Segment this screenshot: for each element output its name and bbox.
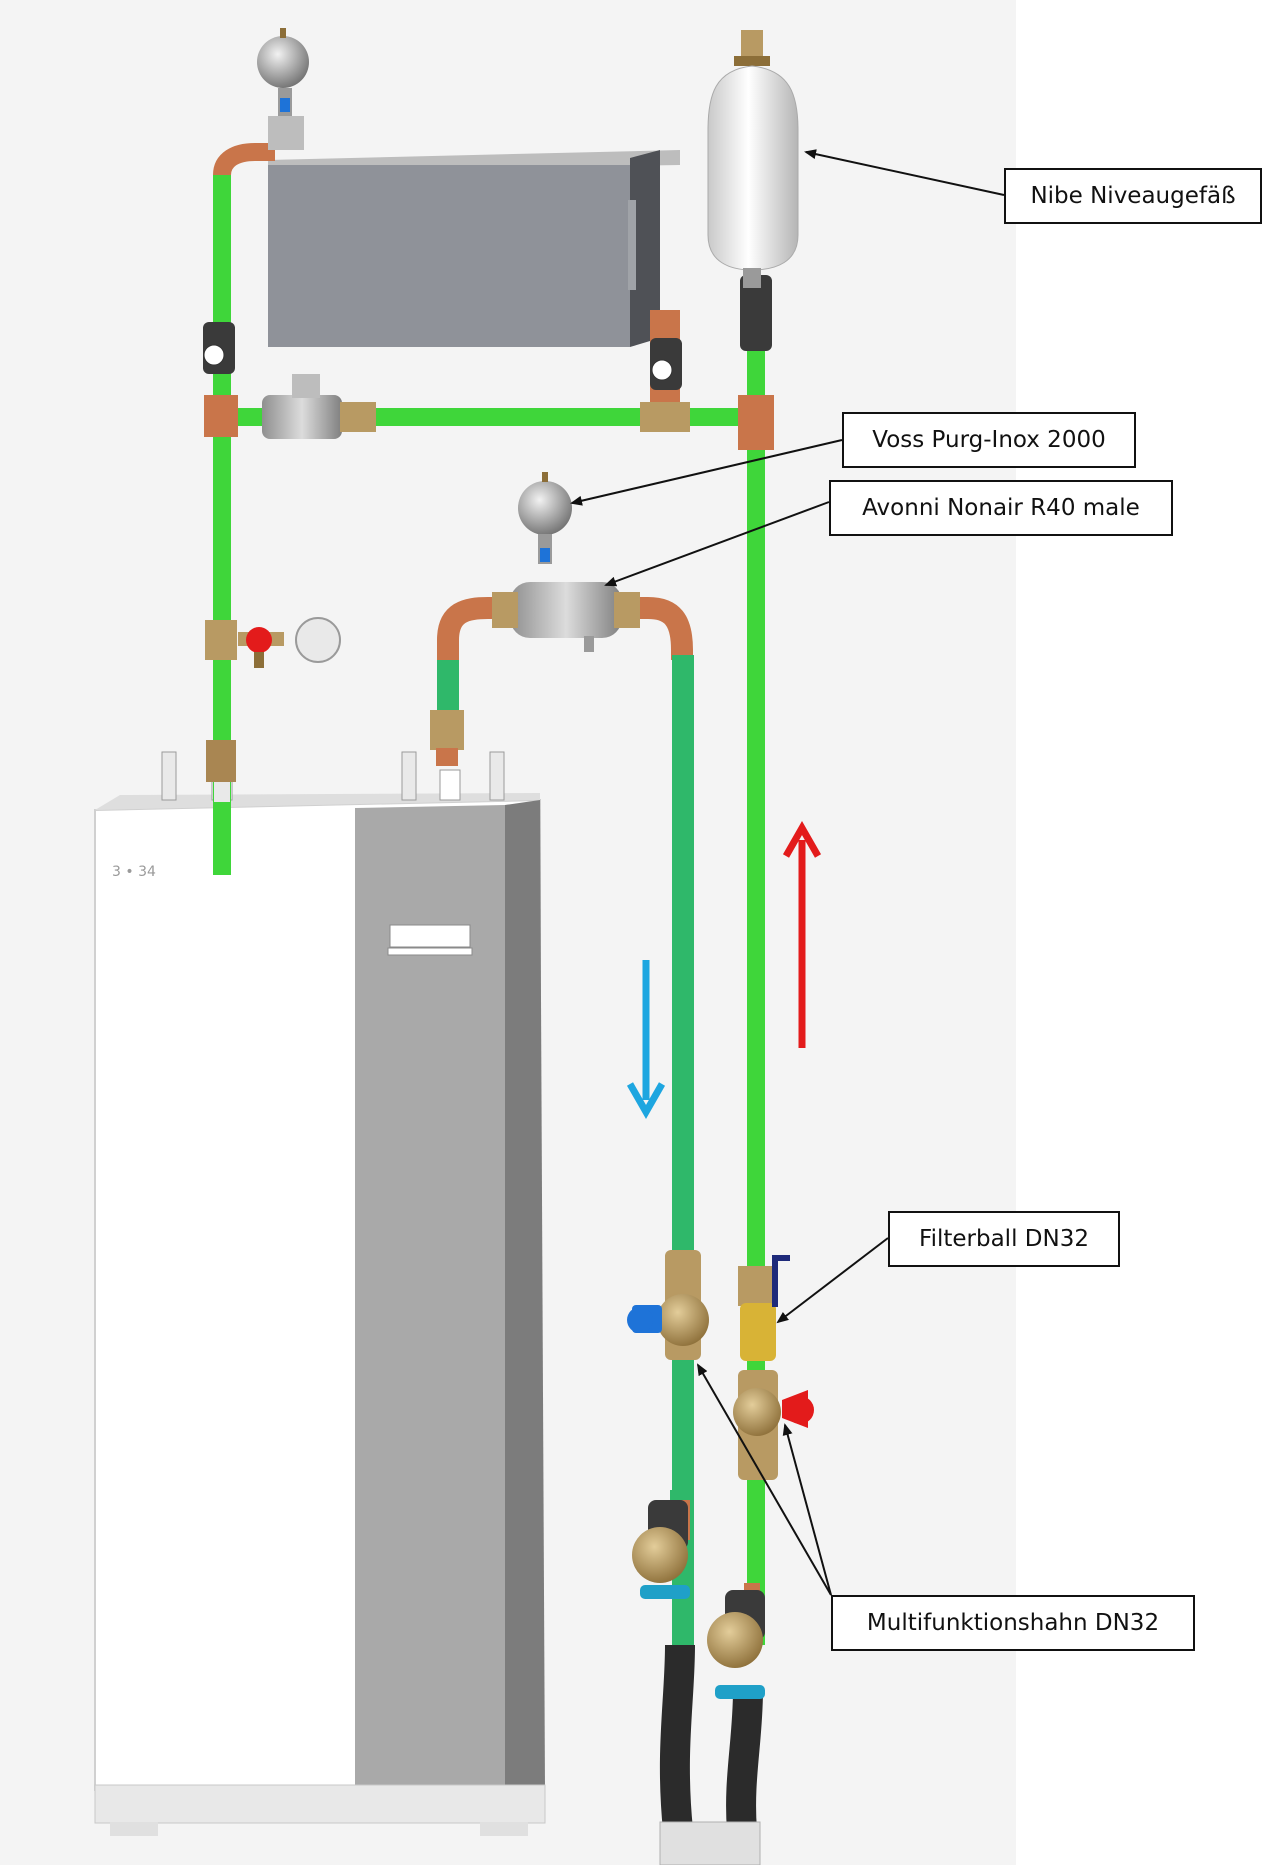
tank-return-valve [650, 310, 682, 402]
leader-lines [570, 149, 1005, 1596]
avonni-dirt-separator [492, 582, 640, 652]
label-nibe-expansion-vessel: Nibe Niveaugefäß [1004, 168, 1262, 224]
flex-hose-connections [632, 1490, 765, 1865]
label-voss-purger: Voss Purg-Inox 2000 [842, 412, 1136, 468]
nibe-expansion-vessel [707, 30, 799, 288]
separator-loop-pipe [430, 597, 694, 1655]
label-avonni-separator: Avonni Nonair R40 male [829, 480, 1173, 536]
filterball-valve [738, 1255, 790, 1361]
voss-air-purger [518, 472, 572, 564]
label-filterball: Filterball DN32 [888, 1211, 1120, 1267]
buffer-tank [268, 150, 680, 347]
heat-pump-unit: 3 • 34 [94, 751, 546, 1836]
supply-flow-arrow [626, 960, 666, 1120]
svg-text:3 • 34: 3 • 34 [112, 864, 156, 880]
label-multifunction-valve: Multifunktionshahn DN32 [831, 1595, 1195, 1651]
horizontal-pipe [238, 374, 758, 439]
safety-valve-gauge [238, 617, 341, 668]
left-ball-valve [203, 322, 235, 374]
multifunction-valve-left [627, 1250, 709, 1360]
tank-air-vent [257, 28, 309, 150]
return-flow-arrow [782, 820, 822, 1048]
